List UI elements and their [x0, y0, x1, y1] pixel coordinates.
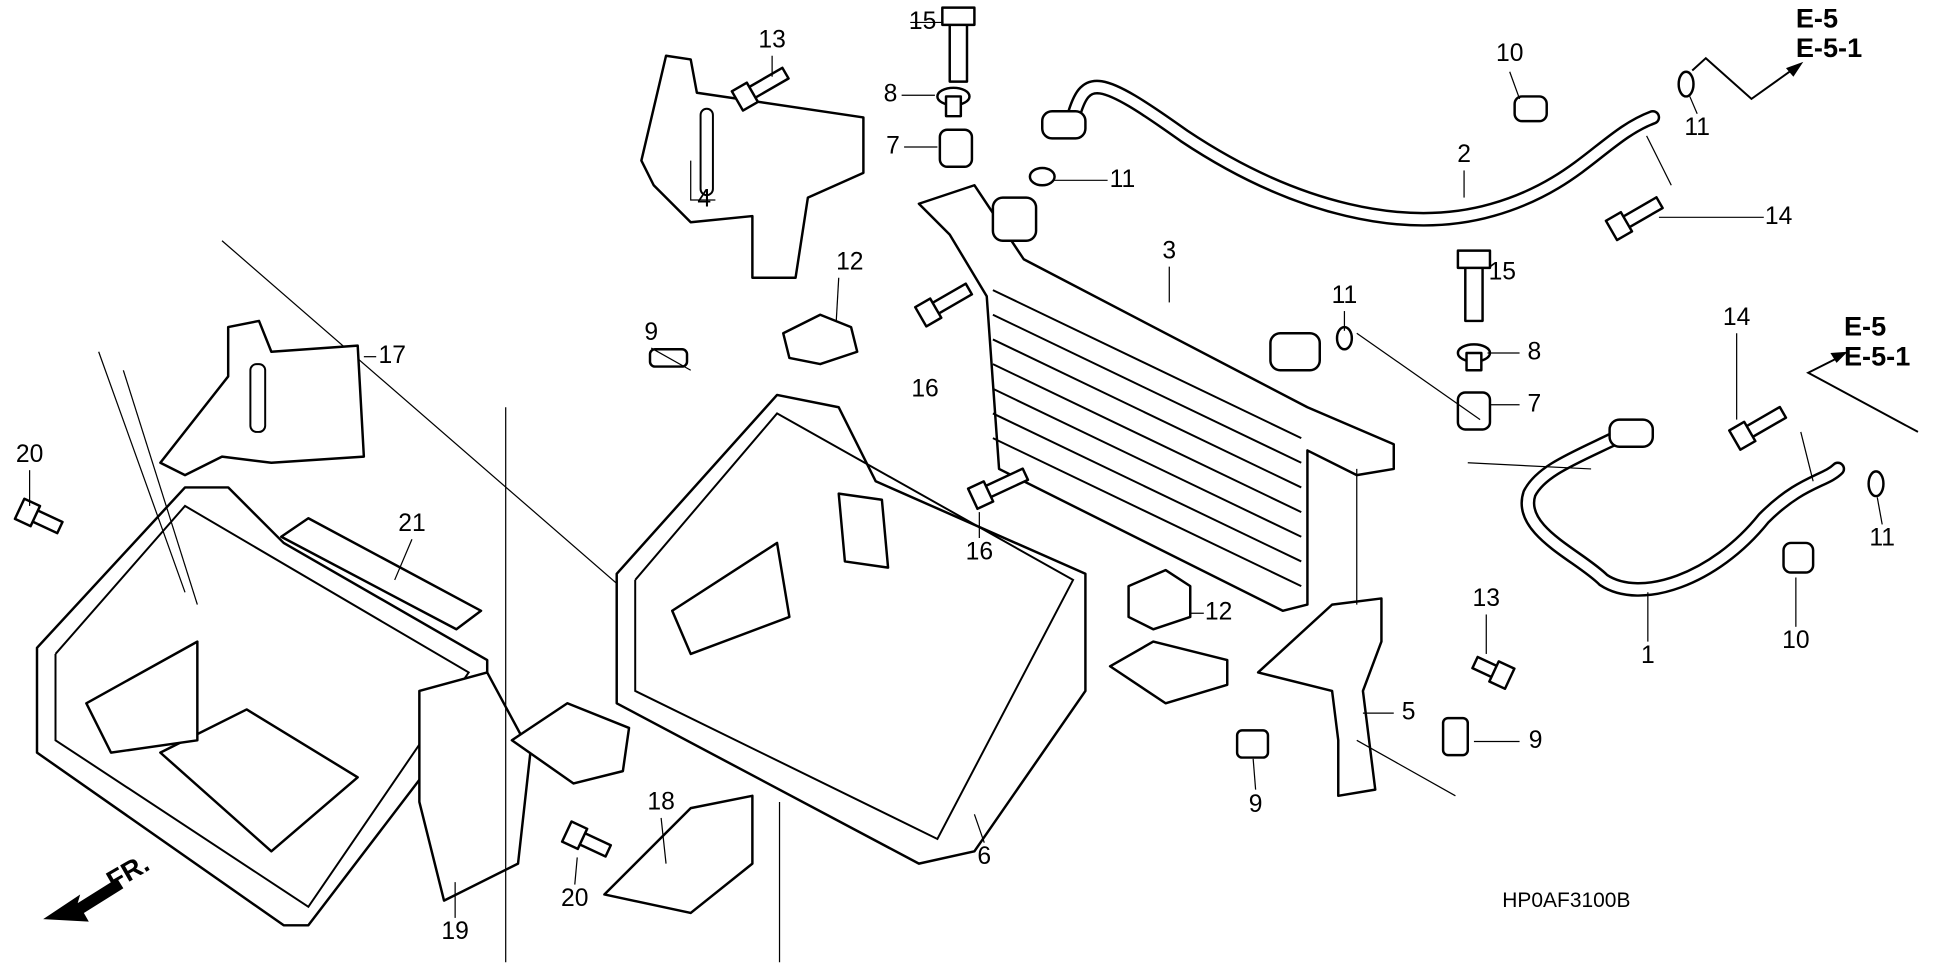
callout: 9	[1249, 791, 1263, 818]
callout: 11	[1332, 282, 1358, 309]
callout: 15	[909, 8, 936, 35]
callout: 7	[886, 133, 900, 160]
center-battery-tray	[615, 393, 1087, 865]
callout: 7	[1528, 390, 1542, 417]
callout: 13	[1473, 585, 1500, 612]
callout: 19	[441, 918, 468, 945]
reference-arrow-lower-head	[1830, 351, 1848, 363]
bracket-4	[640, 54, 865, 279]
callout: 9	[1529, 727, 1543, 754]
callout: 3	[1162, 237, 1176, 264]
oil-hose-2	[1041, 79, 1661, 227]
fasteners	[13, 6, 1885, 858]
callout: 20	[561, 885, 588, 912]
callout: 14	[1765, 203, 1792, 230]
leader-lines	[28, 21, 1883, 918]
reference-arrow-lower	[1806, 357, 1919, 433]
callout: 17	[379, 342, 406, 369]
callout: 9	[644, 319, 658, 346]
bracket-18	[603, 794, 754, 915]
callout: 12	[1205, 599, 1232, 626]
callout: 16	[966, 538, 993, 565]
callout: 16	[911, 376, 938, 403]
callout: 10	[1496, 40, 1523, 67]
callout: 14	[1723, 304, 1750, 331]
bracket-17-slot	[249, 363, 267, 433]
callout: 20	[16, 441, 43, 468]
reference-lower-e51: E-5-1	[1844, 340, 1910, 371]
oil-hose-1	[1520, 418, 1846, 597]
callout: 15	[1489, 258, 1516, 285]
clip-12-upper	[781, 313, 859, 366]
tray-mount-plate	[1108, 640, 1229, 705]
callout: 8	[1528, 339, 1542, 366]
callout: 2	[1457, 141, 1471, 168]
callout: 21	[398, 510, 425, 537]
callout: 1	[1641, 642, 1655, 669]
callout: 11	[1684, 114, 1710, 141]
reference-lower-e5: E-5	[1844, 311, 1886, 342]
clip-12-lower	[1127, 568, 1192, 631]
callout: 18	[647, 789, 674, 816]
callout: 12	[836, 248, 863, 275]
diagram-code: HP0AF3100B	[1502, 889, 1630, 912]
reference-arrow-upper	[1691, 56, 1796, 101]
bracket-5	[1256, 597, 1383, 798]
front-arrow-icon	[43, 878, 124, 922]
callout: 6	[977, 843, 991, 870]
strap-21	[279, 517, 483, 631]
bracket-17	[159, 319, 366, 477]
bracket-4-slot	[699, 107, 714, 197]
left-battery-tray	[35, 240, 784, 963]
callout: 8	[884, 81, 898, 108]
callouts: 15 13 8 7 4 11 10 2 11 14 3 12 15 11 9 1…	[16, 8, 1895, 945]
callout: 11	[1110, 166, 1136, 193]
callout: 13	[758, 26, 785, 53]
callout: 11	[1869, 525, 1895, 552]
callout: 4	[697, 186, 711, 213]
reference-upper-e5: E-5	[1796, 2, 1838, 33]
callout: 10	[1782, 627, 1809, 654]
callout: 5	[1402, 699, 1416, 726]
reference-upper-e51: E-5-1	[1796, 32, 1862, 63]
reference-arrow-upper-head	[1785, 61, 1804, 77]
tray-bracket	[510, 702, 631, 785]
oil-cooler	[917, 184, 1395, 613]
